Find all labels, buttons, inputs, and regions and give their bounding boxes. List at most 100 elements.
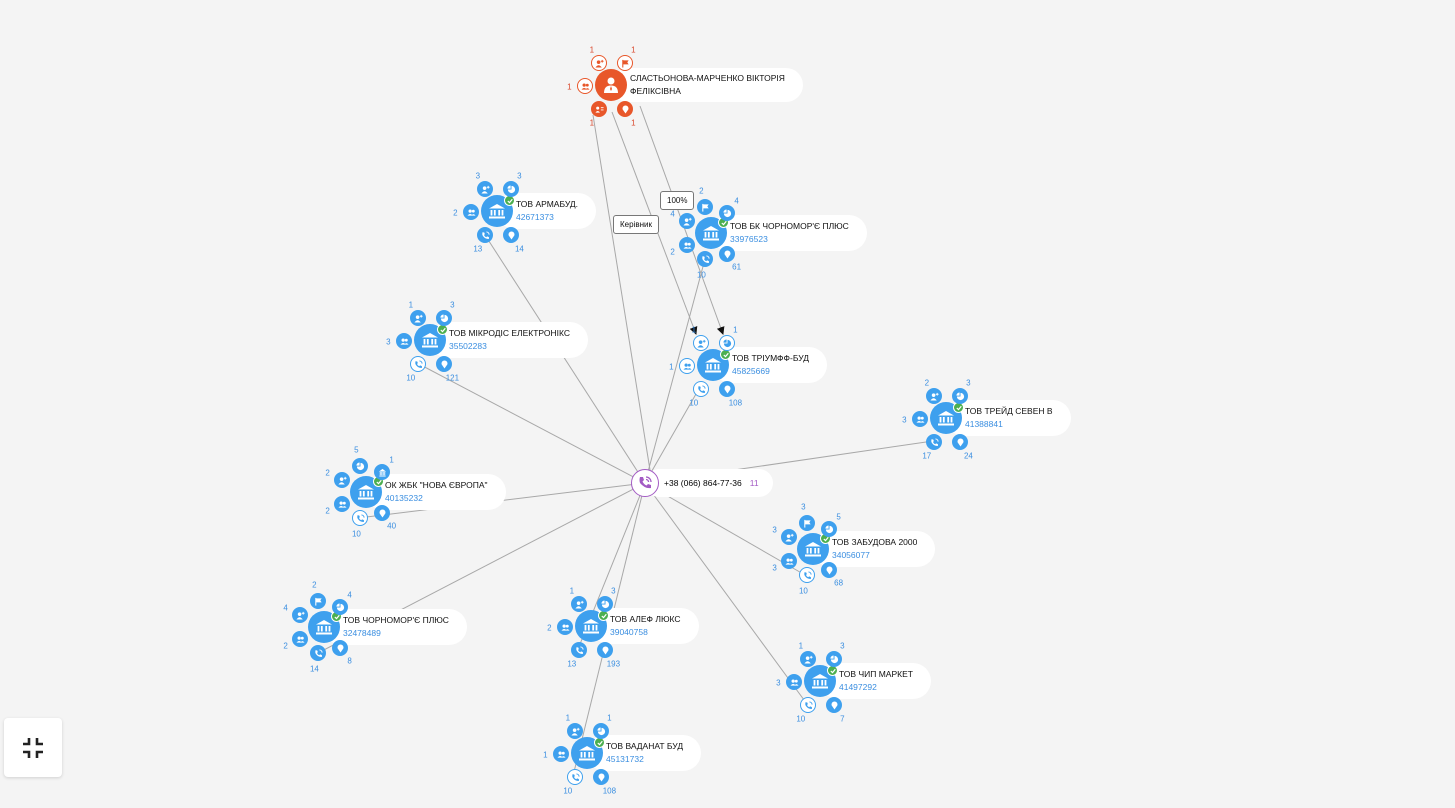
building-icon xyxy=(579,746,595,761)
person-plus-badge[interactable] xyxy=(410,310,426,326)
people-badge[interactable] xyxy=(396,333,412,349)
person-plus-badge[interactable] xyxy=(571,596,587,612)
pin-badge[interactable] xyxy=(332,640,348,656)
people-badge[interactable] xyxy=(463,204,479,220)
pie-badge[interactable] xyxy=(352,458,368,474)
person-plus-badge[interactable] xyxy=(926,388,942,404)
phone-badge[interactable] xyxy=(477,227,493,243)
phone-node-label[interactable]: +38 (066) 864-77-36 11 xyxy=(645,469,773,497)
person-plus-badge[interactable] xyxy=(800,651,816,667)
phone-badge[interactable] xyxy=(799,567,815,583)
pie-badge[interactable] xyxy=(332,599,348,615)
phone-number: +38 (066) 864-77-36 xyxy=(664,478,742,488)
person-plus-badge[interactable] xyxy=(781,529,797,545)
edge-label-share: 100% xyxy=(660,191,695,210)
pin-badge[interactable] xyxy=(719,246,735,262)
phone-badge[interactable] xyxy=(926,434,942,450)
people-badge[interactable] xyxy=(679,237,695,253)
pin-badge[interactable] xyxy=(952,434,968,450)
pin-badge[interactable] xyxy=(821,562,837,578)
pin-badge[interactable] xyxy=(503,227,519,243)
phone-badge[interactable] xyxy=(800,697,816,713)
phone-badge[interactable] xyxy=(693,381,709,397)
building-count: 1 xyxy=(389,455,394,465)
node-label[interactable]: ОК ЖБК "НОВА ЄВРОПА"40135232 xyxy=(366,474,506,510)
pin-badge[interactable] xyxy=(436,356,452,372)
phone-badge[interactable] xyxy=(410,356,426,372)
people-badge[interactable] xyxy=(577,78,593,94)
person-link-count: 1 xyxy=(589,118,595,128)
pie-badge[interactable] xyxy=(593,723,609,739)
company-avatar[interactable] xyxy=(571,737,603,769)
person-plus-badge[interactable] xyxy=(591,55,607,71)
people-badge[interactable] xyxy=(679,358,695,374)
people-badge[interactable] xyxy=(292,631,308,647)
pie-badge[interactable] xyxy=(952,388,968,404)
phone-count: 14 xyxy=(309,664,319,674)
company-code: 42671373 xyxy=(516,212,554,222)
person-plus-icon xyxy=(295,611,305,620)
person-plus-badge[interactable] xyxy=(334,472,350,488)
person-plus-count: 1 xyxy=(569,586,575,596)
phone-badge[interactable] xyxy=(310,645,326,661)
person-plus-badge[interactable] xyxy=(292,607,308,623)
person-link-badge[interactable] xyxy=(591,101,607,117)
person-plus-badge[interactable] xyxy=(567,723,583,739)
phone-badge[interactable] xyxy=(697,251,713,267)
flag-badge[interactable] xyxy=(697,199,713,215)
fullscreen-exit-icon xyxy=(23,737,43,758)
pie-badge[interactable] xyxy=(503,181,519,197)
pin-count: 1 xyxy=(631,118,636,128)
people-badge[interactable] xyxy=(334,496,350,512)
pin-icon xyxy=(825,565,834,575)
pin-badge[interactable] xyxy=(597,642,613,658)
people-count: 2 xyxy=(453,208,458,218)
pin-badge[interactable] xyxy=(719,381,735,397)
pie-badge[interactable] xyxy=(597,596,613,612)
phone-badge[interactable] xyxy=(571,642,587,658)
pin-badge[interactable] xyxy=(826,697,842,713)
flag-count: 2 xyxy=(312,580,317,590)
phone-badge[interactable] xyxy=(567,769,583,785)
people-badge[interactable] xyxy=(786,674,802,690)
flag-badge[interactable] xyxy=(617,55,633,71)
pie-icon xyxy=(824,524,834,534)
flag-badge[interactable] xyxy=(310,593,326,609)
pin-badge[interactable] xyxy=(374,505,390,521)
person-plus-badge[interactable] xyxy=(477,181,493,197)
people-badge[interactable] xyxy=(781,553,797,569)
company-name: ТОВ МІКРОДІС ЕЛЕКТРОНІКС xyxy=(449,328,571,338)
pie-badge[interactable] xyxy=(719,205,735,221)
phone-node[interactable] xyxy=(631,469,659,497)
pie-badge[interactable] xyxy=(826,651,842,667)
edge xyxy=(592,114,651,471)
phone-badge[interactable] xyxy=(352,510,368,526)
pie-badge[interactable] xyxy=(719,335,735,351)
person-plus-badge[interactable] xyxy=(693,335,709,351)
people-badge[interactable] xyxy=(553,746,569,762)
person-plus-badge[interactable] xyxy=(679,213,695,229)
people-badge[interactable] xyxy=(557,619,573,635)
people-badge[interactable] xyxy=(912,411,928,427)
building-badge[interactable] xyxy=(374,464,390,480)
pin-badge[interactable] xyxy=(617,101,633,117)
pin-badge[interactable] xyxy=(593,769,609,785)
people-count: 1 xyxy=(543,750,548,760)
person-avatar[interactable] xyxy=(595,69,627,101)
exit-fullscreen-button[interactable] xyxy=(4,718,62,777)
flag-badge[interactable] xyxy=(799,515,815,531)
flag-count: 3 xyxy=(801,502,806,512)
pie-badge[interactable] xyxy=(821,521,837,537)
pie-badge[interactable] xyxy=(436,310,452,326)
person-plus-count: 1 xyxy=(589,45,595,55)
